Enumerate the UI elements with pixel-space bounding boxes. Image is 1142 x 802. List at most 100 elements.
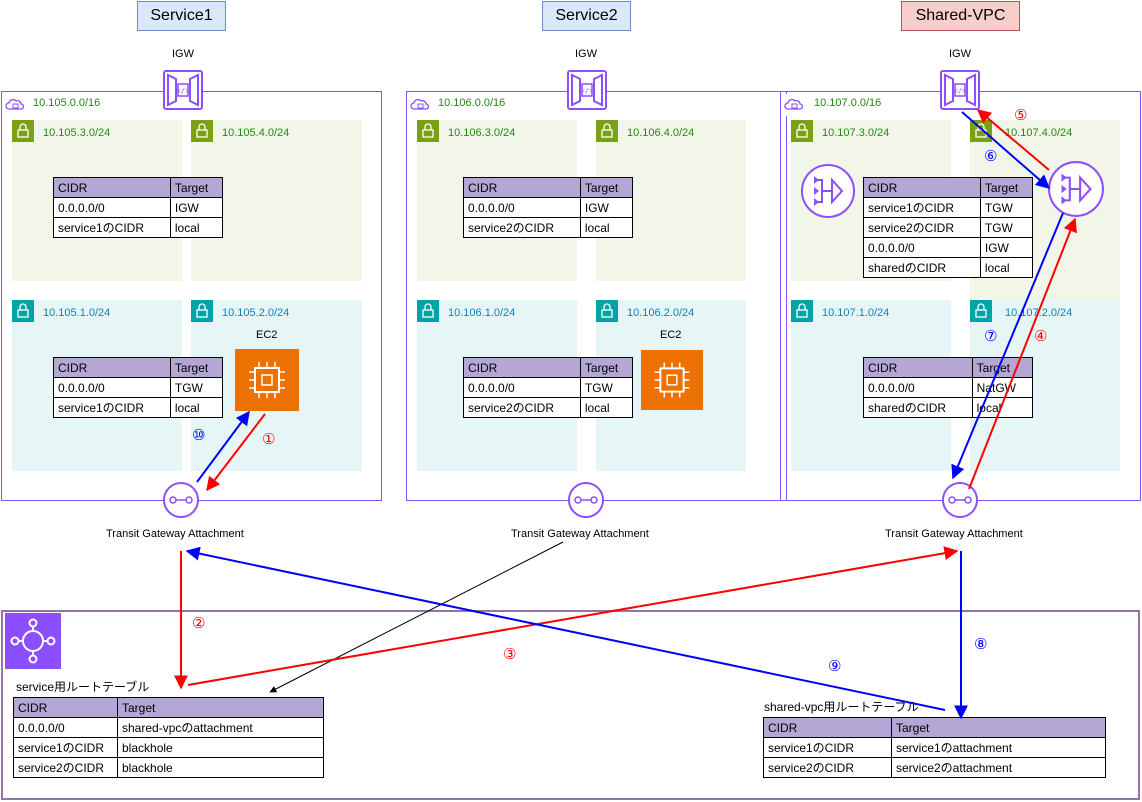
cell: 0.0.0.0/0 xyxy=(863,377,973,398)
subnet-cidr: 10.107.2.0/24 xyxy=(1005,307,1073,319)
subnet-lock-icon xyxy=(970,300,992,322)
cell: TGW xyxy=(169,377,224,398)
header-target: Target xyxy=(169,357,224,378)
igw-icon: </> xyxy=(940,70,980,110)
subnet-cidr: 10.107.3.0/24 xyxy=(822,127,890,139)
header-service2: Service2 xyxy=(542,1,631,31)
subnet-lock-icon xyxy=(191,120,213,142)
subnet-cidr: 10.106.3.0/24 xyxy=(448,127,516,139)
cell: sharedのCIDR xyxy=(863,397,973,418)
ec2-icon xyxy=(235,349,299,411)
subnet-lock-icon xyxy=(791,300,813,322)
subnet-cidr: 10.107.4.0/24 xyxy=(1005,127,1073,139)
cell: local xyxy=(169,217,224,238)
subnet-lock-icon xyxy=(791,120,813,142)
cell: 0.0.0.0/0 xyxy=(13,717,118,738)
subnet-lock-icon xyxy=(417,300,439,322)
header-target: Target xyxy=(979,177,1034,198)
header-cidr: CIDR xyxy=(463,357,581,378)
cell: service1のCIDR xyxy=(13,737,118,758)
header-service1: Service1 xyxy=(137,1,226,31)
cell: service1のattachment xyxy=(891,737,1106,758)
cell: service1のCIDR xyxy=(53,397,171,418)
header-target: Target xyxy=(891,717,1106,738)
cell: service1のCIDR xyxy=(763,737,892,758)
tgw-shared-table-title: shared-vpc用ルートテーブル xyxy=(764,700,919,714)
header-cidr: CIDR xyxy=(763,717,892,738)
attachment-label-shared: Transit Gateway Attachment xyxy=(885,528,1023,540)
tgw-service-table-title: service用ルートテーブル xyxy=(16,680,150,694)
step-5-label: ⑤ xyxy=(1014,107,1028,124)
subnet-cidr: 10.106.4.0/24 xyxy=(627,127,695,139)
cell: service2のCIDR xyxy=(763,757,892,778)
cell: blackhole xyxy=(117,757,324,778)
step-7-label: ⑦ xyxy=(984,328,998,345)
ec2-label-service1: EC2 xyxy=(256,329,278,341)
subnet-lock-icon xyxy=(970,120,992,142)
nat-gateway-icon xyxy=(1048,161,1104,217)
header-cidr: CIDR xyxy=(463,177,581,198)
svg-text:</>: </> xyxy=(954,87,967,95)
cell: service2のCIDR xyxy=(463,217,581,238)
cell: 0.0.0.0/0 xyxy=(463,377,581,398)
subnet-cidr: 10.105.3.0/24 xyxy=(43,127,111,139)
step-2-label: ② xyxy=(192,615,206,632)
step-6-label: ⑥ xyxy=(984,148,998,165)
cell: shared-vpcのattachment xyxy=(117,717,324,738)
igw-label-shared: IGW xyxy=(949,48,971,60)
subnet-cidr: 10.105.1.0/24 xyxy=(43,307,111,319)
header-target: Target xyxy=(579,177,634,198)
subnet-lock-icon xyxy=(12,300,34,322)
header-cidr: CIDR xyxy=(53,177,171,198)
cell: local xyxy=(979,257,1034,278)
cell: service2のCIDR xyxy=(463,397,581,418)
tgw-attachment-icon xyxy=(568,482,604,518)
ec2-icon xyxy=(641,349,703,411)
transit-gateway-icon xyxy=(5,613,61,669)
header-target: Target xyxy=(117,697,324,718)
step-1-label: ① xyxy=(262,431,276,448)
cell: IGW xyxy=(579,197,634,218)
cell: sharedのCIDR xyxy=(863,257,981,278)
igw-label-service1: IGW xyxy=(172,48,194,60)
step-3-label: ③ xyxy=(503,646,517,663)
cell: local xyxy=(579,397,634,418)
header-cidr: CIDR xyxy=(863,177,981,198)
cell: service1のCIDR xyxy=(53,217,171,238)
cell: IGW xyxy=(169,197,224,218)
header-cidr: CIDR xyxy=(13,697,118,718)
cell: TGW xyxy=(979,217,1034,238)
svg-text:</>: </> xyxy=(581,87,594,95)
cell: service2のCIDR xyxy=(863,217,981,238)
subnet-cidr: 10.105.4.0/24 xyxy=(222,127,290,139)
attachment-label-service1: Transit Gateway Attachment xyxy=(106,528,244,540)
tgw-attachment-icon xyxy=(942,482,978,518)
cell: 0.0.0.0/0 xyxy=(463,197,581,218)
subnet-cidr: 10.106.2.0/24 xyxy=(627,307,695,319)
header-target: Target xyxy=(169,177,224,198)
svg-text:</>: </> xyxy=(177,87,190,95)
tgw-attachment-icon xyxy=(163,482,199,518)
cell: service1のCIDR xyxy=(863,197,981,218)
cell: 0.0.0.0/0 xyxy=(53,197,171,218)
cell: service2のattachment xyxy=(891,757,1106,778)
